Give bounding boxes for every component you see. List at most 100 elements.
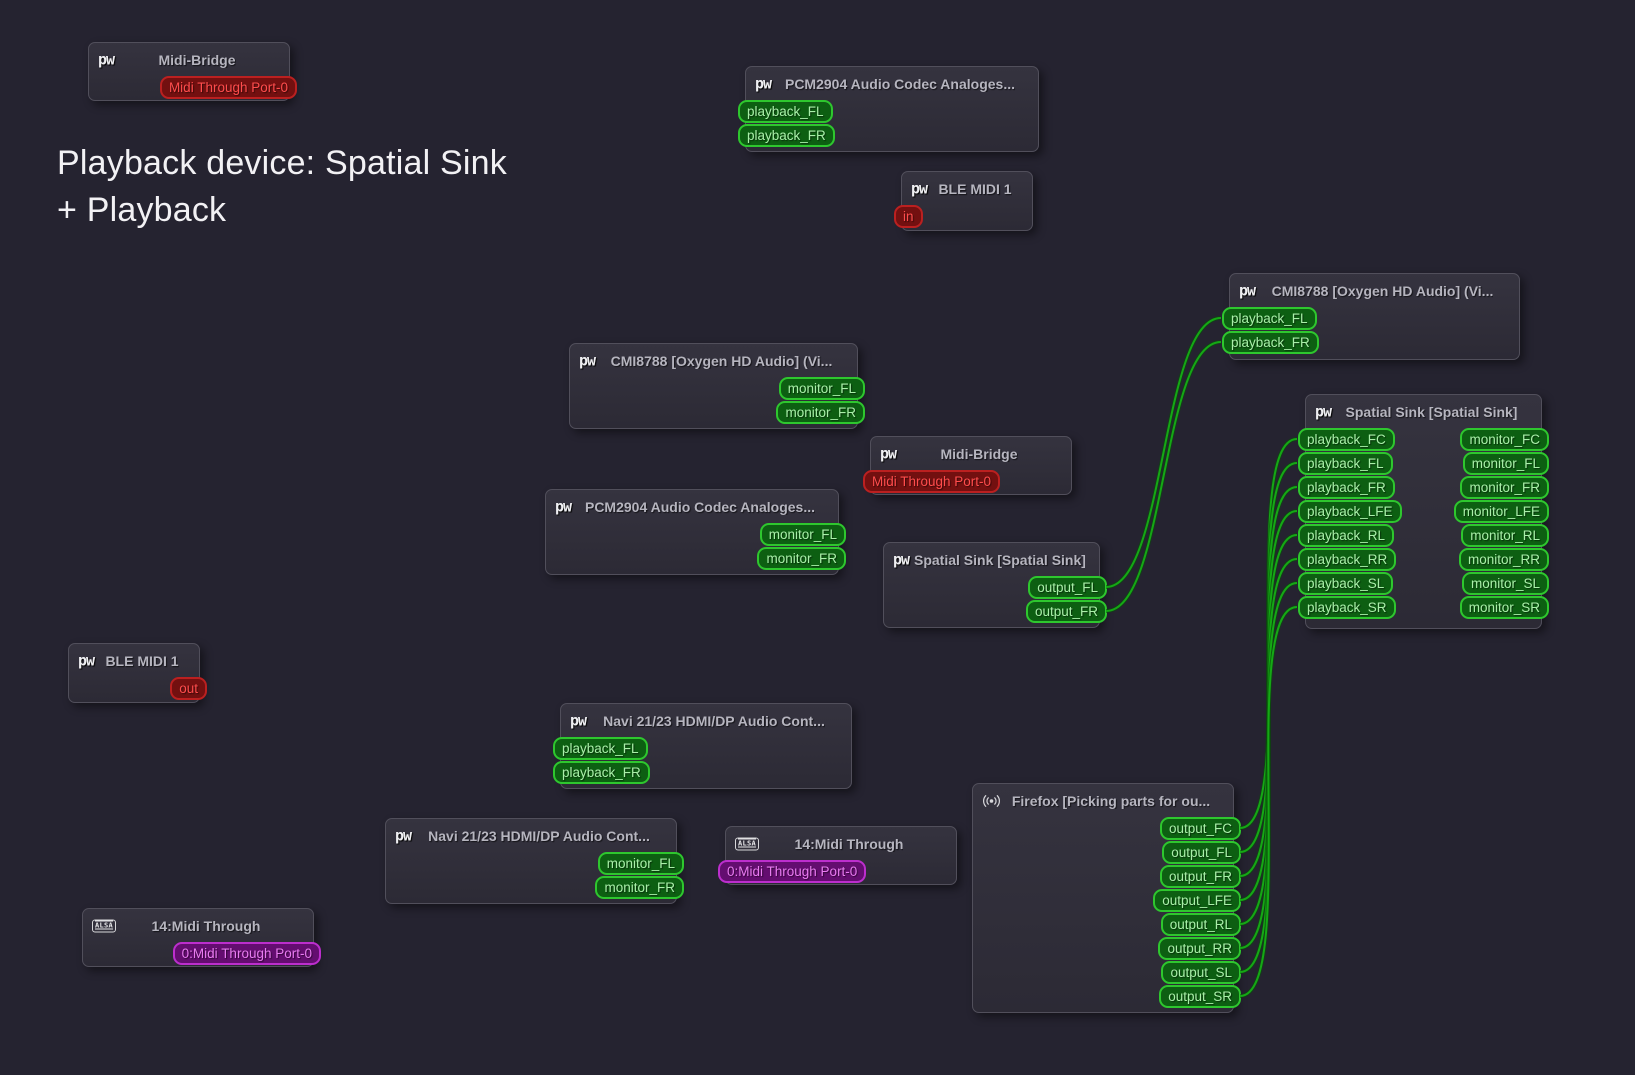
cable-shadow xyxy=(1239,509,1298,902)
port-monitor_FL[interactable]: monitor_FL xyxy=(778,377,865,400)
port-monitor_FR[interactable]: monitor_FR xyxy=(776,401,865,424)
node-title: Firefox [Picking parts for ou... xyxy=(1011,792,1211,809)
port-monitor_FL[interactable]: monitor_FL xyxy=(597,852,684,875)
port-monitor_LFE[interactable]: monitor_LFE xyxy=(1453,500,1549,523)
cable-output_FL[interactable] xyxy=(1105,317,1222,588)
port-monitor_FR[interactable]: monitor_FR xyxy=(1460,476,1549,499)
pipewire-icon: pw xyxy=(78,651,95,669)
node-header[interactable]: Firefox [Picking parts for ou... xyxy=(973,784,1233,817)
port-0-Midi-Through-Port-0[interactable]: 0:Midi Through Port-0 xyxy=(172,942,321,965)
cable-shadow xyxy=(1105,316,1222,589)
port-monitor_RR[interactable]: monitor_RR xyxy=(1458,548,1549,571)
port-playback_FL[interactable]: playback_FL xyxy=(1298,452,1393,475)
port-monitor_FL[interactable]: monitor_FL xyxy=(759,523,846,546)
port-output_FC[interactable]: output_FC xyxy=(1159,817,1241,840)
cable-output_FC[interactable] xyxy=(1239,438,1298,829)
port-monitor_RL[interactable]: monitor_RL xyxy=(1461,524,1549,547)
port-playback_SR[interactable]: playback_SR xyxy=(1298,596,1396,619)
node-title: Navi 21/23 HDMI/DP Audio Cont... xyxy=(603,712,825,729)
port-output_FL[interactable]: output_FL xyxy=(1162,841,1241,864)
node-cmi8788-monitor[interactable]: pw CMI8788 [Oxygen HD Audio] (Vi... monito… xyxy=(569,343,865,429)
port-monitor_FC[interactable]: monitor_FC xyxy=(1460,428,1549,451)
port-output_RR[interactable]: output_RR xyxy=(1158,937,1241,960)
node-title: Spatial Sink [Spatial Sink] xyxy=(914,551,1085,568)
node-title: CMI8788 [Oxygen HD Audio] (Vi... xyxy=(610,352,833,369)
port-output_FR[interactable]: output_FR xyxy=(1025,600,1107,623)
port-playback_FR[interactable]: playback_FR xyxy=(738,124,835,147)
cable-output_RL[interactable] xyxy=(1239,534,1298,925)
port-playback_FL[interactable]: playback_FL xyxy=(738,100,833,123)
node-title: PCM2904 Audio Codec Analoges... xyxy=(784,75,1015,92)
port-in[interactable]: in xyxy=(894,205,923,228)
port-playback_FC[interactable]: playback_FC xyxy=(1298,428,1395,451)
node-firefox[interactable]: Firefox [Picking parts for ou... output_F… xyxy=(972,783,1241,1013)
port-out[interactable]: out xyxy=(170,677,207,700)
port-monitor_FR[interactable]: monitor_FR xyxy=(595,876,684,899)
port-Midi-Through-Port-0[interactable]: Midi Through Port-0 xyxy=(863,470,1001,493)
port-playback_FR[interactable]: playback_FR xyxy=(1298,476,1395,499)
port-monitor_SR[interactable]: monitor_SR xyxy=(1459,596,1549,619)
port-output_RL[interactable]: output_RL xyxy=(1160,913,1241,936)
alsa-icon: ALSA xyxy=(92,919,117,932)
port-0-Midi-Through-Port-0[interactable]: 0:Midi Through Port-0 xyxy=(718,860,867,883)
port-Midi-Through-Port-0[interactable]: Midi Through Port-0 xyxy=(159,76,297,99)
cable-output_SR[interactable] xyxy=(1239,606,1298,997)
port-playback_RL[interactable]: playback_RL xyxy=(1298,524,1395,547)
node-header[interactable]: pw CMI8788 [Oxygen HD Audio] (Vi... xyxy=(570,344,857,377)
port-output_FL[interactable]: output_FL xyxy=(1028,576,1107,599)
cable-output_SL[interactable] xyxy=(1239,582,1298,973)
port-output_SL[interactable]: output_SL xyxy=(1161,961,1241,984)
pipewire-icon: pw xyxy=(1239,281,1256,299)
port-playback_FL[interactable]: playback_FL xyxy=(1222,307,1317,330)
pipewire-icon: pw xyxy=(395,826,412,844)
cable-output_LFE[interactable] xyxy=(1239,510,1298,901)
port-playback_SL[interactable]: playback_SL xyxy=(1298,572,1394,595)
port-output_LFE[interactable]: output_LFE xyxy=(1153,889,1241,912)
cable-output_FR[interactable] xyxy=(1105,341,1222,612)
port-monitor_FR[interactable]: monitor_FR xyxy=(757,547,846,570)
port-playback_RR[interactable]: playback_RR xyxy=(1298,548,1397,571)
cable-output_FL[interactable] xyxy=(1239,462,1298,853)
port-playback_FR[interactable]: playback_FR xyxy=(1222,331,1319,354)
port-playback_FL[interactable]: playback_FL xyxy=(553,737,648,760)
port-monitor_SL[interactable]: monitor_SL xyxy=(1461,572,1549,595)
cable-output_FR[interactable] xyxy=(1239,486,1298,877)
pipewire-icon: pw xyxy=(579,351,596,369)
node-title: Spatial Sink [Spatial Sink] xyxy=(1345,403,1518,420)
port-playback_FR[interactable]: playback_FR xyxy=(553,761,650,784)
port-playback_LFE[interactable]: playback_LFE xyxy=(1298,500,1402,523)
port-output_SR[interactable]: output_SR xyxy=(1159,985,1241,1008)
port-output_FR[interactable]: output_FR xyxy=(1159,865,1241,888)
cable-shadow xyxy=(1239,605,1298,998)
node-title: Midi-Bridge xyxy=(940,445,1018,462)
cable-output_RR[interactable] xyxy=(1239,558,1298,949)
port-monitor_FL[interactable]: monitor_FL xyxy=(1462,452,1549,475)
